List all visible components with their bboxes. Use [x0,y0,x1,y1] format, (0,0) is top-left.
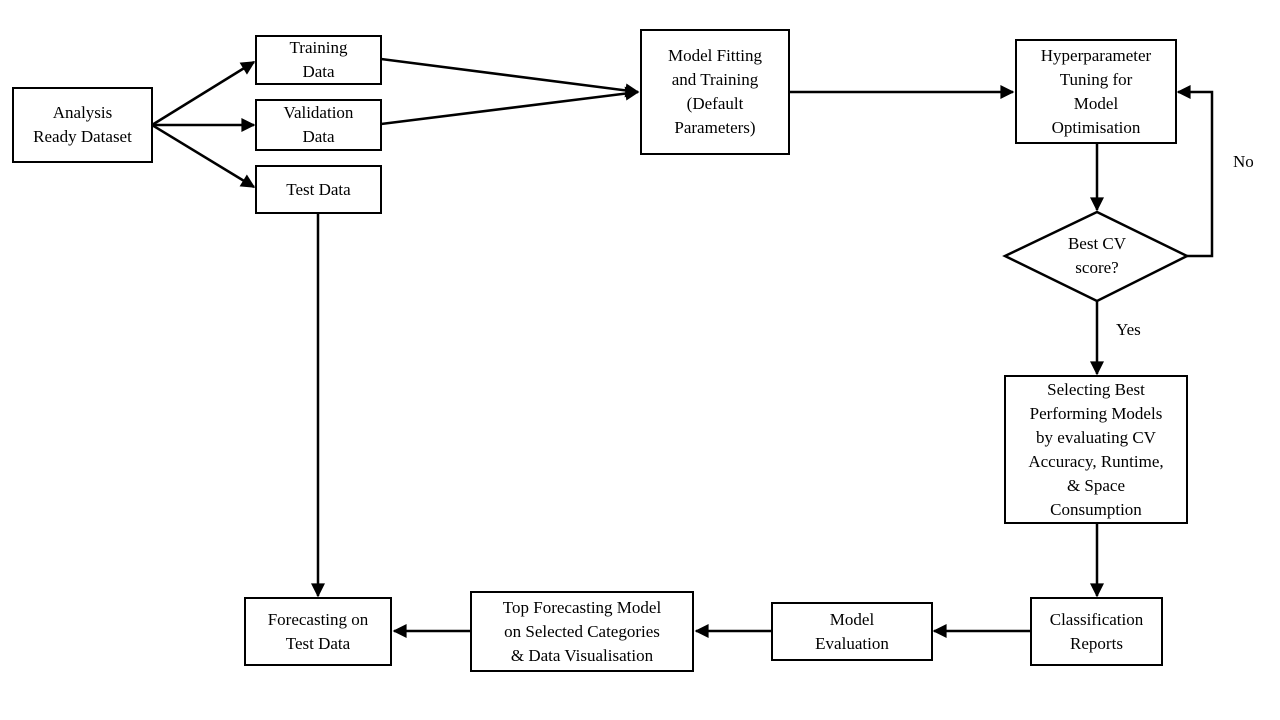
yes-edge-label: Yes [1116,320,1141,339]
arrow-training-to-model-fitting [380,57,640,98]
arrow-validation-to-model-fitting [380,86,640,126]
arrow-dataset-to-training [151,60,256,127]
training-data-box: Training Data [255,35,382,85]
arrow-dataset-to-test [151,123,256,189]
forecasting-on-test-data-box: Forecasting on Test Data [244,597,392,666]
no-edge-label: No [1233,152,1254,171]
hyperparameter-tuning-box: Hyperparameter Tuning for Model Optimisa… [1015,39,1177,144]
test-data-box: Test Data [255,165,382,214]
classification-reports-box: Classification Reports [1030,597,1163,666]
decision-diamond [1002,210,1190,303]
top-forecasting-model-box: Top Forecasting Model on Selected Catego… [470,591,694,672]
model-fitting-box: Model Fitting and Training (Default Para… [640,29,790,155]
validation-data-box: Validation Data [255,99,382,151]
analysis-ready-dataset-box: Analysis Ready Dataset [12,87,153,163]
best-cv-score-label: Best CV score? [1067,234,1127,277]
selecting-best-models-box: Selecting Best Performing Models by eval… [1004,375,1188,524]
arrow-decision-no-loop [1176,85,1214,258]
model-evaluation-box: Model Evaluation [771,602,933,661]
